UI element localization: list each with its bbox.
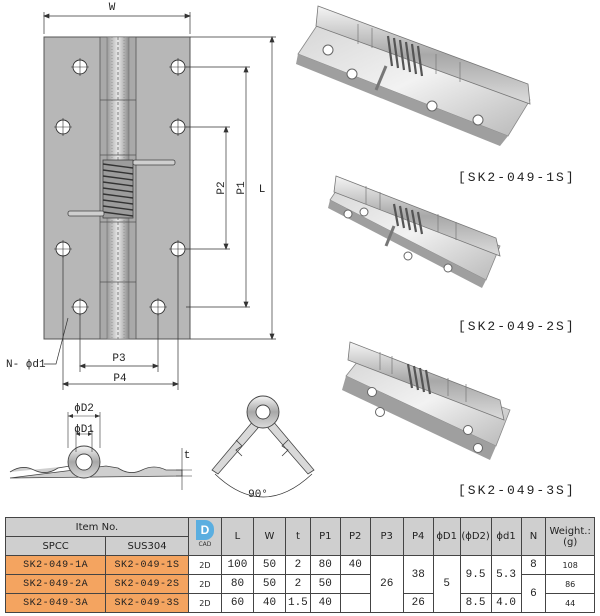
cell-p1: 80 [309,555,341,575]
cell-p1: 40 [309,593,341,613]
hinge-photo-2 [328,175,501,288]
dim-d1-label: ϕD1 [74,424,94,436]
hinge-side-view [9,412,192,490]
cell-cad[interactable]: 2D [187,593,222,613]
cell-p2 [339,574,371,594]
col-header: L [220,517,254,556]
cell-weight: 108 [545,555,595,575]
hinge-front-view [43,36,191,340]
col-header: P3 [369,517,404,556]
cell-l: 100 [220,555,254,575]
model-label-2s: [SK2-049-2S] [458,319,576,334]
table-header-row: Item No. D CAD L W t P1 P2 P3 P4 ϕD1 (ϕD… [5,517,595,556]
cell-spcc: SK2-049-3A [4,593,107,613]
cell-weight: 86 [545,574,595,594]
cell-d2: 8.5 [459,593,492,613]
dim-p1-label: P1 [236,181,248,195]
dim-nd1-label: N- ϕd1 [6,359,46,371]
col-header: P2 [339,517,371,556]
col-header: t [285,517,311,556]
dim-p2-label: P2 [216,181,228,194]
col-header: (ϕD2) [459,517,492,556]
col-header: W [252,517,287,556]
cell-t: 2 [285,555,311,575]
cell-sus304: SK2-049-3S [105,593,189,613]
col-header: N [520,517,547,556]
cell-weight: 44 [545,593,595,613]
header-sus304: SUS304 [105,536,189,556]
table-row: SK2-049-3A SK2-049-3S 2D 60 40 1.5 40 26… [4,593,595,613]
cell-small-d1: 5.3 [490,555,522,594]
cad-header: D CAD [187,517,222,556]
hinge-open-view [211,395,315,498]
cell-p3: 26 [369,555,404,613]
cell-p4: 26 [402,593,434,613]
model-label-3s: [SK2-049-3S] [458,483,576,498]
cell-n: 6 [520,574,547,613]
cell-d2: 9.5 [459,555,492,594]
dim-p4-label: P4 [113,373,127,385]
cell-t: 1.5 [285,593,311,613]
col-header: ϕD1 [432,517,461,556]
technical-drawing: W L P1 P2 P3 P4 N- ϕd1 ϕD2 ϕD1 t 90° [6,2,531,501]
cell-cad[interactable]: 2D [187,555,222,575]
cell-sus304: SK2-049-1S [105,555,189,575]
dim-d2-label: ϕD2 [74,403,94,415]
cell-p2 [339,593,371,613]
header-item-no: Item No. [5,517,189,537]
cell-p2: 40 [339,555,371,575]
col-header: P4 [402,517,434,556]
cell-small-d1: 4.0 [490,593,522,613]
cad-icon: D CAD [195,520,215,550]
spec-table: Item No. D CAD L W t P1 P2 P3 P4 ϕD1 (ϕD… [4,517,595,613]
hinge-photo-3 [342,341,511,460]
cell-p1: 50 [309,574,341,594]
spring [67,159,176,219]
cell-l: 80 [220,574,254,594]
angle-label: 90° [248,489,268,501]
model-label-1s: [SK2-049-1S] [458,170,576,185]
dim-t-label: t [184,450,191,462]
cell-w: 40 [252,593,287,613]
dim-p3-label: P3 [112,353,125,365]
cell-sus304: SK2-049-2S [105,574,189,594]
cell-cad[interactable]: 2D [187,574,222,594]
cell-w: 50 [252,555,287,575]
dimension-lines [43,12,276,390]
table-subheader-row: SPCC SUS304 [4,536,595,556]
cell-p4: 38 [402,555,434,594]
dim-l-label: L [259,184,266,196]
cell-spcc: SK2-049-1A [4,555,107,575]
col-header: P1 [309,517,341,556]
cell-t: 2 [285,574,311,594]
header-spcc: SPCC [4,536,107,556]
cell-n: 8 [520,555,547,575]
dim-w-label: W [109,2,116,14]
col-header: ϕd1 [490,517,522,556]
hinge-photo-1 [296,5,531,146]
cell-w: 50 [252,574,287,594]
cell-spcc: SK2-049-2A [4,574,107,594]
cell-l: 60 [220,593,254,613]
cell-d1: 5 [432,555,461,613]
col-header: Weight.:(g) [545,517,595,556]
table-row: SK2-049-1A SK2-049-1S 2D 100 50 2 80 40 … [4,555,595,613]
